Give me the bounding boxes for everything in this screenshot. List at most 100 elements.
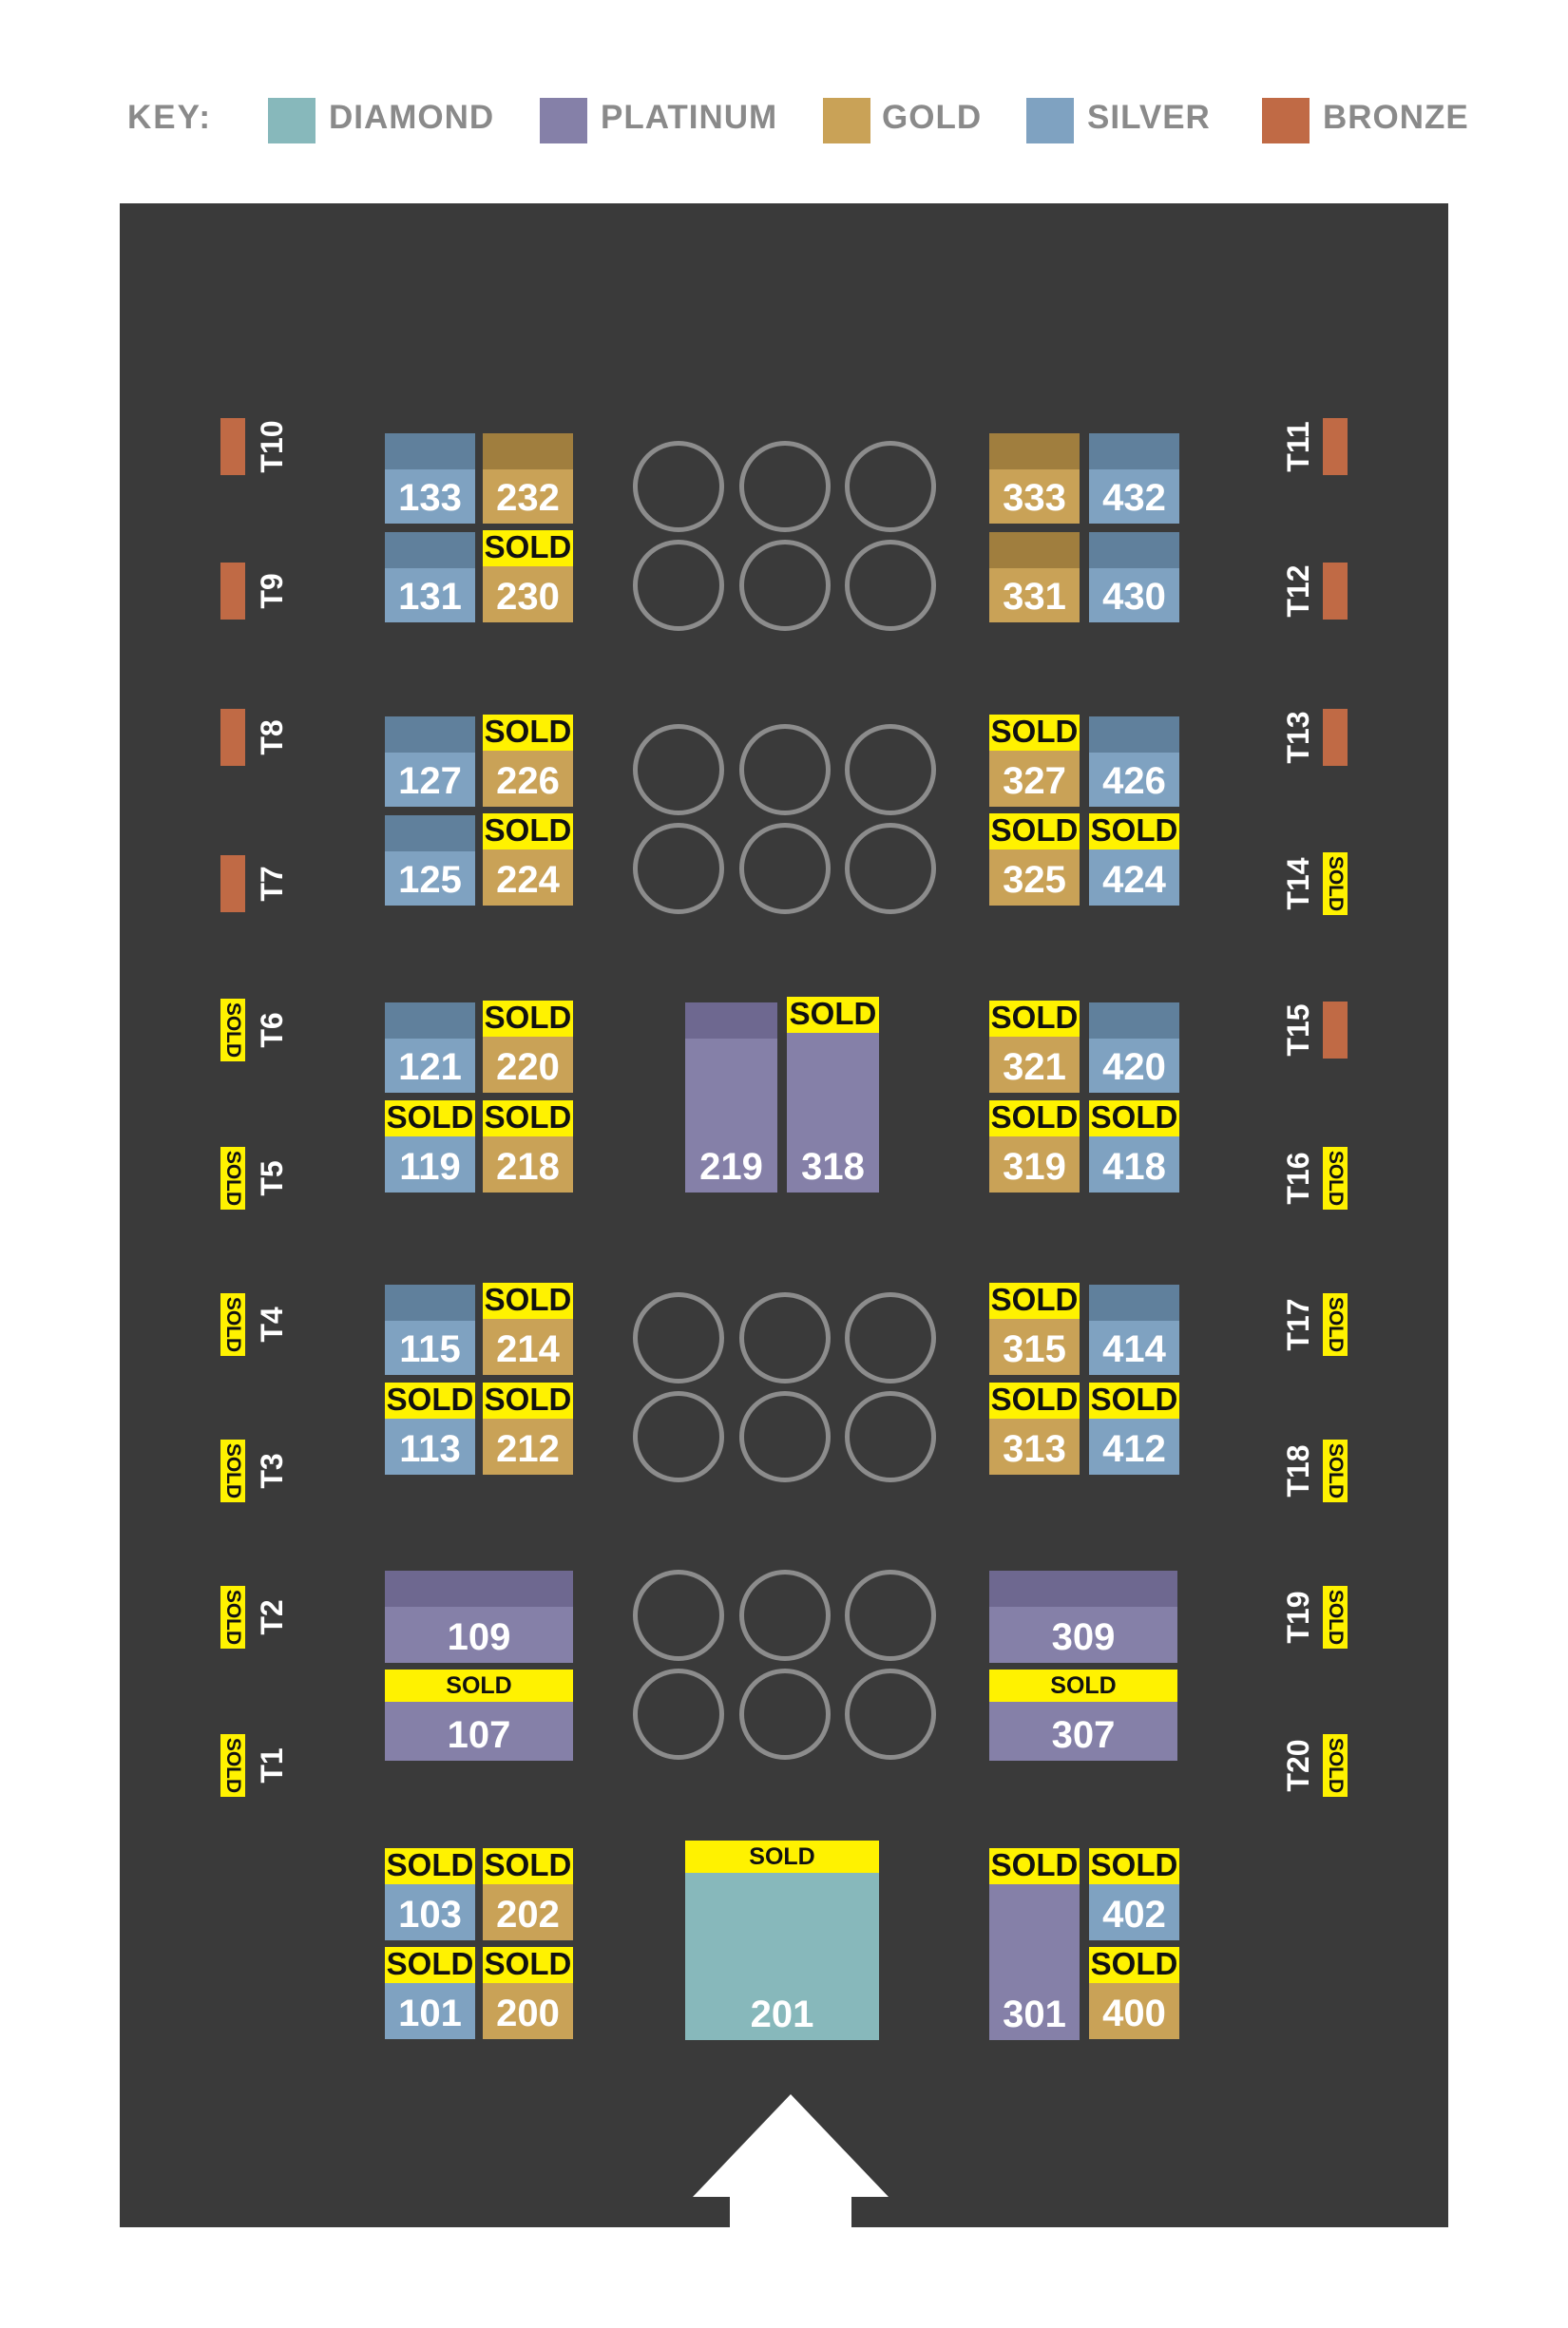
round-table [845, 1391, 936, 1482]
booth-309[interactable]: 309 [989, 1571, 1177, 1663]
tabletop-label: T12 [1281, 564, 1315, 618]
round-table [845, 1292, 936, 1383]
tabletop-label: T17 [1281, 1298, 1315, 1351]
booth-125[interactable]: 125 [385, 815, 475, 906]
booth-number: 313 [1003, 1428, 1066, 1470]
booth-header [1089, 532, 1179, 568]
booth-header [1089, 716, 1179, 753]
booth-331[interactable]: 331 [989, 532, 1080, 622]
booth-318[interactable]: 318 [787, 1002, 879, 1193]
booth-420[interactable]: 420 [1089, 1002, 1179, 1093]
booth-number: 121 [398, 1046, 462, 1088]
legend-swatch-platinum [540, 98, 587, 143]
booth-number: 420 [1102, 1046, 1166, 1088]
tabletop-label: T13 [1281, 711, 1315, 764]
booth-header [1089, 1002, 1179, 1039]
sold-badge: SOLD [220, 1293, 245, 1356]
booth-201[interactable]: 201 [685, 1850, 879, 2040]
booth-number: 119 [399, 1146, 461, 1188]
sold-badge: SOLD [989, 1847, 1080, 1884]
booth-426[interactable]: 426 [1089, 716, 1179, 807]
booth-232[interactable]: 232 [483, 433, 573, 524]
booth-number: 218 [496, 1146, 560, 1188]
sold-badge: SOLD [989, 1382, 1080, 1419]
booth-number: 113 [399, 1428, 461, 1470]
booth-number: 307 [1051, 1714, 1116, 1756]
booth-333[interactable]: 333 [989, 433, 1080, 524]
booth-121[interactable]: 121 [385, 1002, 475, 1093]
round-table [633, 1391, 724, 1482]
round-table [739, 823, 831, 914]
round-table [739, 1391, 831, 1482]
legend-swatch-diamond [268, 98, 316, 143]
booth-number: 212 [496, 1428, 560, 1470]
booth-number: 430 [1102, 576, 1166, 618]
sold-badge: SOLD [385, 1670, 573, 1702]
sold-badge: SOLD [989, 714, 1080, 751]
booth-432[interactable]: 432 [1089, 433, 1179, 524]
round-table [633, 1292, 724, 1383]
booth-number: 115 [399, 1328, 461, 1370]
round-table [739, 724, 831, 815]
tabletop-label: T14 [1281, 857, 1315, 910]
sold-badge: SOLD [1323, 1440, 1348, 1502]
booth-219[interactable]: 219 [685, 1002, 777, 1193]
tabletop-label: T3 [255, 1453, 289, 1489]
booth-number: 109 [447, 1616, 511, 1658]
booth-number: 414 [1102, 1328, 1166, 1370]
booth-header [385, 1285, 475, 1321]
booth-number: 201 [750, 1994, 814, 2035]
bronze-swatch [1323, 418, 1348, 475]
booth-header [385, 815, 475, 851]
legend-swatch-bronze [1262, 98, 1310, 143]
booth-number: 432 [1102, 477, 1166, 519]
booth-number: 101 [398, 1993, 462, 2034]
booth-430[interactable]: 430 [1089, 532, 1179, 622]
booth-number: 321 [1003, 1046, 1066, 1088]
booth-number: 402 [1102, 1894, 1166, 1936]
booth-127[interactable]: 127 [385, 716, 475, 807]
booth-133[interactable]: 133 [385, 433, 475, 524]
booth-number: 224 [496, 859, 560, 901]
sold-badge: SOLD [989, 812, 1080, 849]
booth-109[interactable]: 109 [385, 1571, 573, 1663]
sold-badge: SOLD [1323, 1734, 1348, 1797]
sold-badge: SOLD [1089, 1946, 1179, 1983]
bronze-swatch [1323, 563, 1348, 620]
bronze-swatch [1323, 709, 1348, 766]
sold-badge: SOLD [989, 1670, 1177, 1702]
sold-badge: SOLD [989, 1099, 1080, 1136]
sold-badge: SOLD [1089, 1099, 1179, 1136]
bronze-swatch [220, 418, 245, 475]
booth-number: 214 [496, 1328, 560, 1370]
sold-badge: SOLD [385, 1099, 475, 1136]
booth-number: 220 [496, 1046, 560, 1088]
booth-131[interactable]: 131 [385, 532, 475, 622]
booth-115[interactable]: 115 [385, 1285, 475, 1375]
legend-swatch-gold [823, 98, 870, 143]
round-table [739, 1669, 831, 1760]
tabletop-label: T7 [255, 866, 289, 902]
sold-badge: SOLD [483, 1099, 573, 1136]
round-table [633, 724, 724, 815]
booth-number: 127 [398, 760, 462, 802]
sold-badge: SOLD [483, 1382, 573, 1419]
round-table [845, 823, 936, 914]
tabletop-label: T9 [255, 573, 289, 609]
sold-badge: SOLD [385, 1847, 475, 1884]
booth-414[interactable]: 414 [1089, 1285, 1179, 1375]
legend-label-diamond: DIAMOND [329, 99, 495, 136]
sold-badge: SOLD [220, 1734, 245, 1797]
sold-badge: SOLD [483, 714, 573, 751]
sold-badge: SOLD [220, 1586, 245, 1649]
sold-badge: SOLD [483, 1000, 573, 1037]
round-table [633, 1570, 724, 1661]
tabletop-label: T19 [1281, 1591, 1315, 1644]
booth-number: 226 [496, 760, 560, 802]
tabletop-label: T20 [1281, 1739, 1315, 1792]
booth-header [989, 1571, 1177, 1607]
booth-number: 333 [1003, 477, 1066, 519]
booth-number: 319 [1003, 1146, 1066, 1188]
booth-header [385, 1002, 475, 1039]
bronze-swatch [220, 855, 245, 912]
